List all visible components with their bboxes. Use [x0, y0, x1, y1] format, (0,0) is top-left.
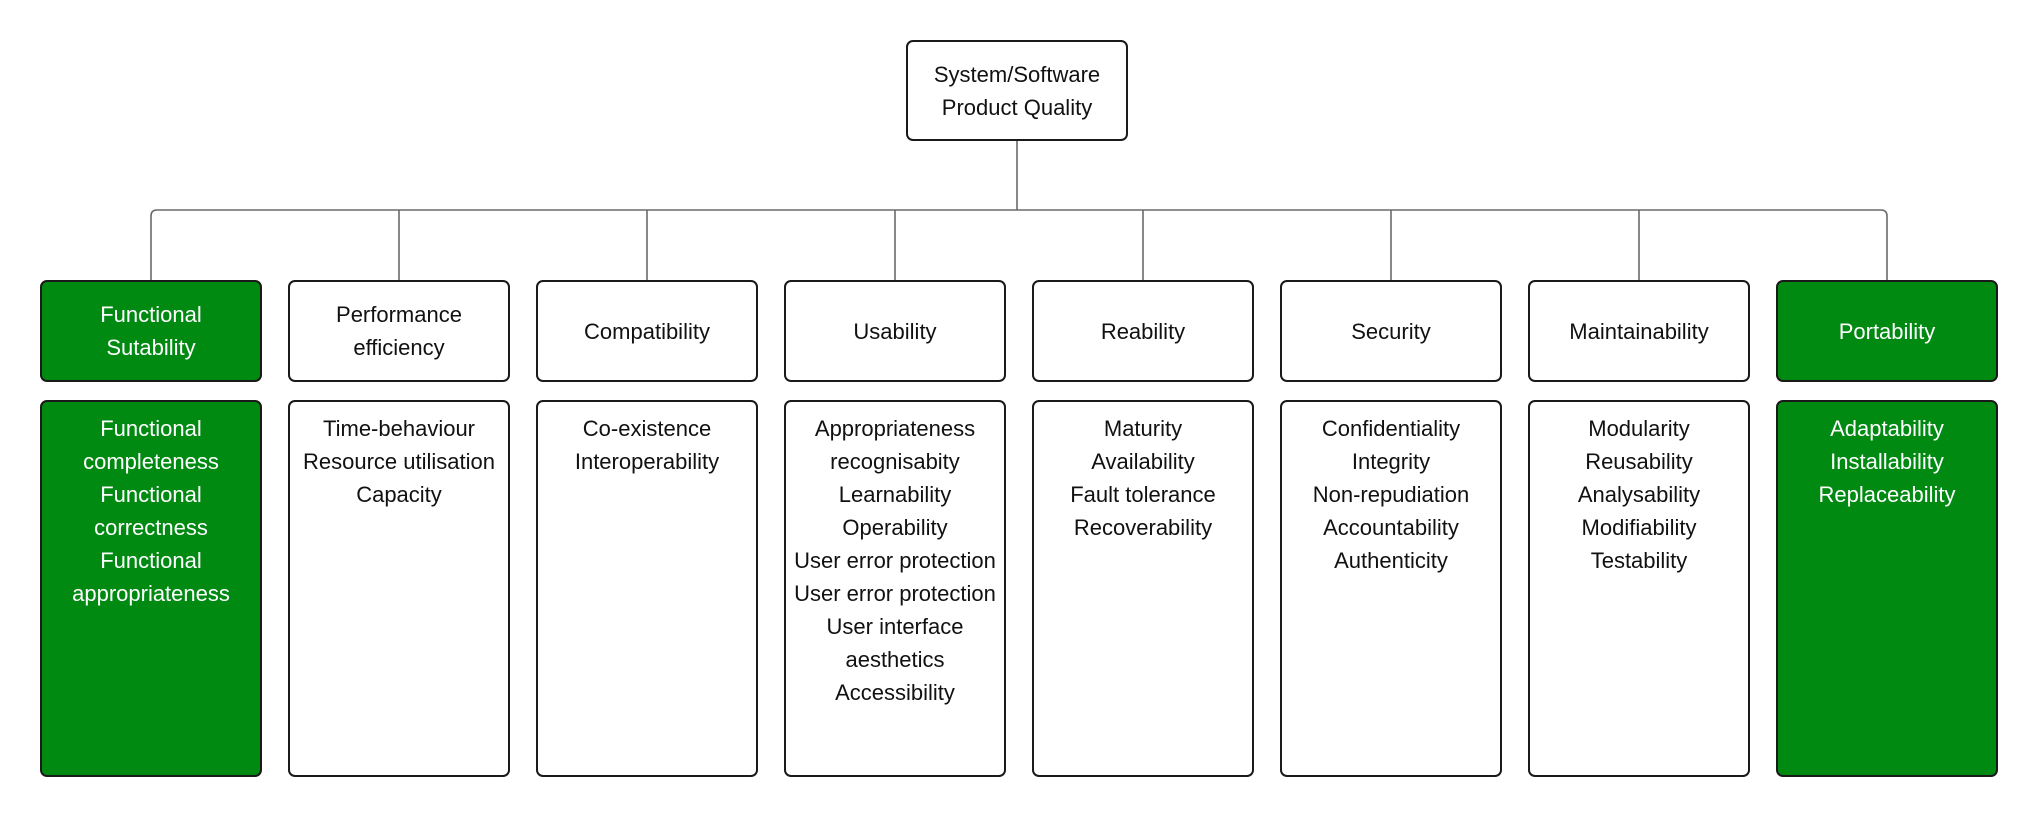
category-label: Reability — [1100, 318, 1186, 344]
subcharacteristic-item: Functional completeness — [83, 416, 219, 474]
subcharacteristic-item: Availability — [1091, 449, 1195, 474]
subcharacteristic-item: Accessibility — [835, 680, 955, 705]
root-label: System/Software Product Quality — [933, 61, 1101, 120]
subcharacteristic-item: Authenticity — [1334, 548, 1448, 573]
category-box-performance-efficiency: Performance efficiency — [288, 280, 510, 382]
subcharacteristic-item: Learnability — [838, 482, 952, 507]
subcharacteristic-item: Modularity — [1588, 416, 1690, 441]
subcharacteristic-item: Reusability — [1585, 449, 1693, 474]
subcharacteristic-item: Resource utilisation — [303, 449, 495, 474]
subcharacteristic-item: Confidentiality — [1321, 416, 1461, 441]
subcharacteristic-item: Modifiability — [1581, 515, 1697, 540]
category-box-maintainability: Maintainability — [1528, 280, 1750, 382]
subcharacteristic-item: Recoverability — [1073, 515, 1213, 540]
category-box-usability: Usability — [784, 280, 1006, 382]
subcharacteristic-item: User error protection — [794, 581, 996, 606]
connector-branch-functional-sutability — [150, 209, 158, 280]
category-box-functional-sutability: Functional Sutability — [40, 280, 262, 382]
subcharacteristic-item: Co-existence — [582, 416, 712, 441]
subcharacteristic-item: Installability — [1830, 449, 1944, 474]
subcharacteristic-item: Analysability — [1577, 482, 1701, 507]
subcharacteristic-item: User interface aesthetics — [826, 614, 964, 672]
subcharacteristic-item: Capacity — [356, 482, 442, 507]
category-box-compatibility: Compatibility — [536, 280, 758, 382]
connector-branch-portability — [1880, 209, 1888, 280]
subcharacteristic-item: Operability — [842, 515, 948, 540]
category-label: Performance efficiency — [336, 302, 462, 360]
subcharacteristic-item: Fault tolerance — [1070, 482, 1216, 507]
subcharacteristic-item: Time-behaviour — [322, 416, 476, 441]
subcharacteristic-item: Integrity — [1351, 449, 1431, 474]
subcharacteristic-item: Non-repudiation — [1312, 482, 1470, 507]
root-node: System/Software Product Quality — [906, 40, 1128, 141]
category-label: Functional Sutability — [100, 302, 202, 360]
subcharacteristic-item: Accountability — [1323, 515, 1459, 540]
subcharacteristic-item: Appropriateness recognisabity — [814, 416, 976, 474]
subcharacteristic-item: Maturity — [1103, 416, 1183, 441]
category-label: Compatibility — [584, 318, 710, 344]
subcharacteristic-item: User error protection — [794, 548, 996, 573]
category-label: Maintainability — [1569, 318, 1709, 344]
category-box-portability: Portability — [1776, 280, 1998, 382]
subcharacteristic-item: Testability — [1590, 548, 1688, 573]
subcharacteristic-item: Functional correctness — [94, 482, 208, 540]
category-label: Usability — [853, 318, 937, 344]
category-label: Portability — [1838, 318, 1936, 344]
category-box-security: Security — [1280, 280, 1502, 382]
category-box-reability: Reability — [1032, 280, 1254, 382]
subcharacteristic-item: Adaptability — [1830, 416, 1944, 441]
subcharacteristic-item: Replaceability — [1818, 482, 1956, 507]
subcharacteristic-item: Functional appropriateness — [72, 548, 230, 606]
subcharacteristic-item: Interoperability — [574, 449, 720, 474]
category-label: Security — [1351, 318, 1431, 344]
